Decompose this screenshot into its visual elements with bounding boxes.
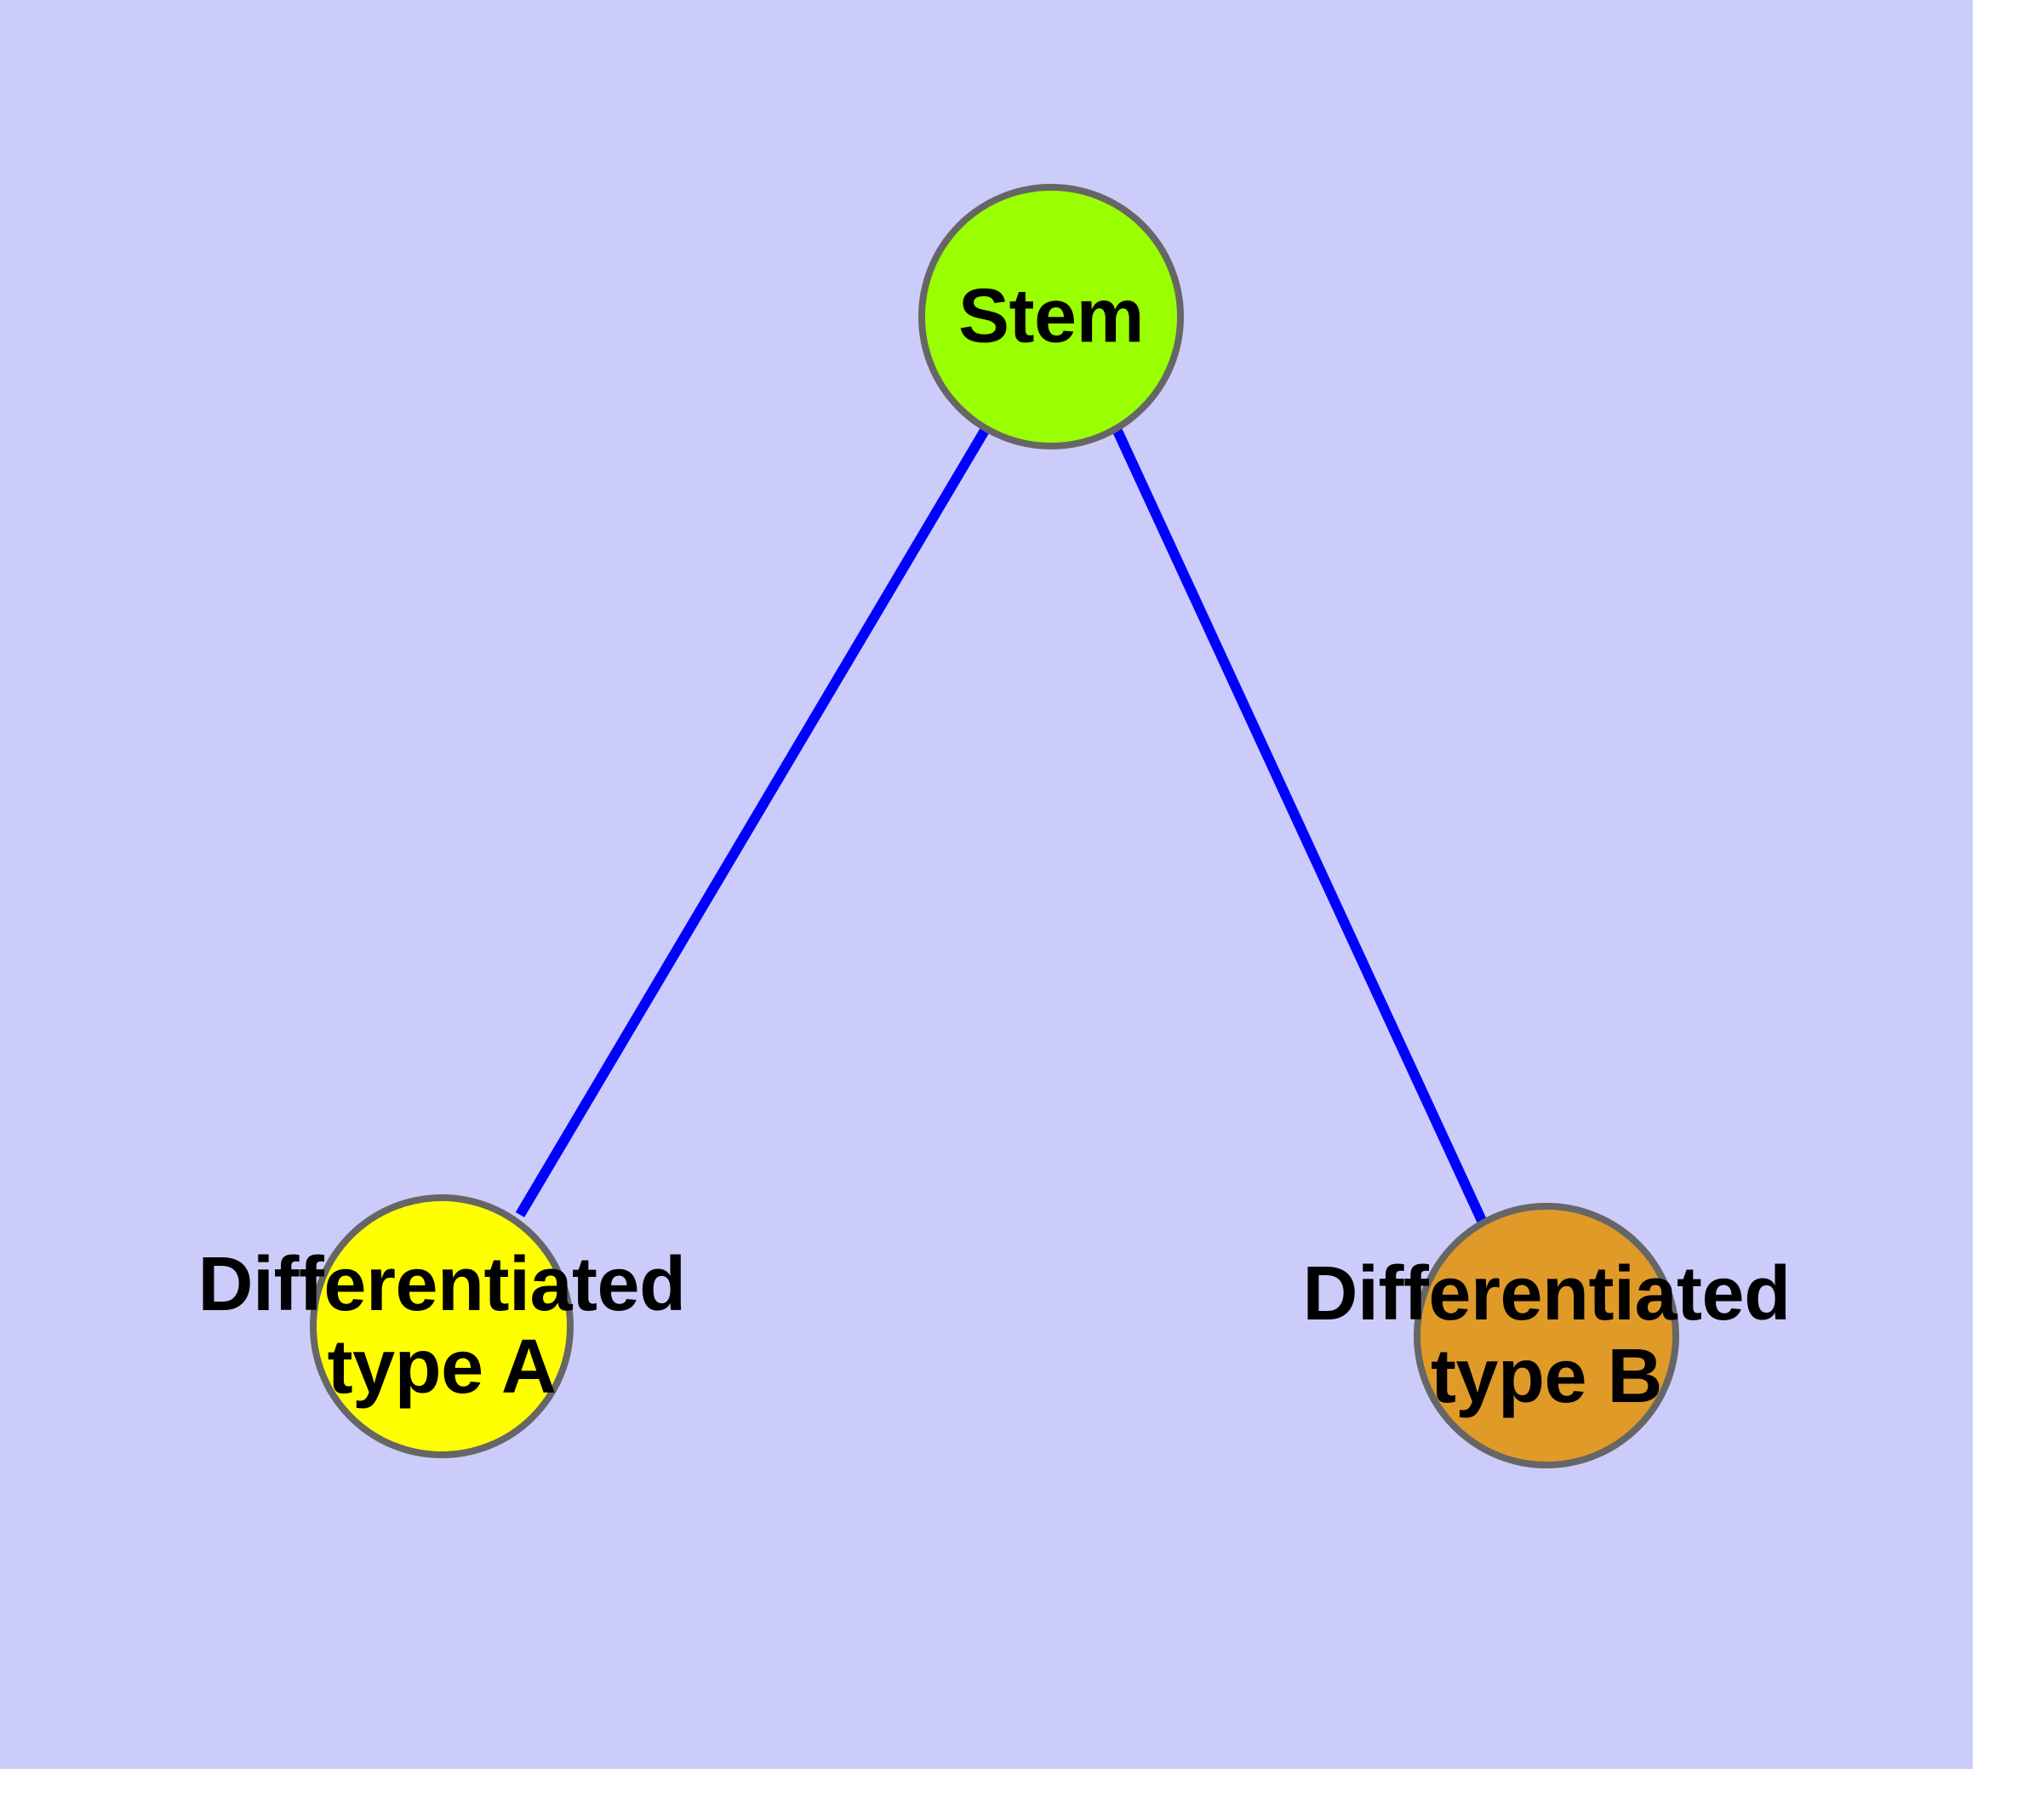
edge-stem-to-diff-a [515, 426, 991, 1218]
node-circle-diff-b[interactable] [1414, 1203, 1679, 1468]
edge-stem-to-diff-b [1112, 426, 1488, 1225]
node-circle-diff-a[interactable] [310, 1194, 574, 1458]
node-circle-stem[interactable] [918, 184, 1184, 449]
edge-layer [515, 426, 1488, 1225]
node-layer [310, 184, 1679, 1468]
